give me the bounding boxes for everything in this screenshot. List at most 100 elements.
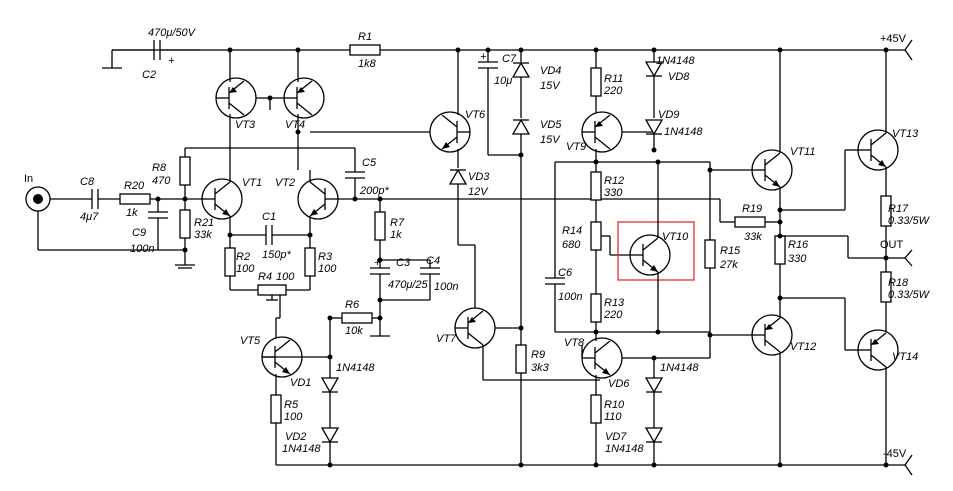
transistor-vt5: VT5 — [240, 335, 330, 395]
transistor-vt14: VT14 — [780, 297, 918, 465]
vd7-ref: VD7 — [605, 431, 627, 443]
resistor-r12: R12 330 — [590, 162, 624, 222]
capacitor-c6: C6 100n — [545, 161, 596, 333]
vd7-value: 1N4148 — [605, 443, 644, 455]
r18-value: 0.33/5W — [888, 289, 931, 301]
capacitor-c8: C8 4μ7 — [80, 176, 120, 223]
transistor-vt1: VT1 — [201, 170, 262, 235]
transistor-vt10: VT10 — [617, 162, 695, 332]
c1-value: 150p* — [262, 249, 291, 261]
vd9-value: 1N4148 — [664, 126, 703, 138]
vd5-ref: VD5 — [540, 119, 562, 131]
capacitor-c1: C1 150p* — [230, 211, 310, 261]
r10-ref: R10 — [604, 399, 625, 411]
vd6-value: 1N4148 — [660, 362, 699, 374]
vt11-ref: VT11 — [790, 146, 815, 158]
transistor-vt4: VT4 — [256, 50, 325, 170]
r3-value: 100 — [318, 263, 337, 275]
transistor-vt2: VT2 — [275, 170, 720, 235]
capacitor-c4: C4 100n — [380, 255, 458, 301]
r21-ref: R21 — [194, 217, 214, 229]
diode-vd6: VD6 1N4148 — [608, 358, 699, 428]
negative-rail: -45V — [276, 448, 913, 476]
vt6-ref: VT6 — [465, 109, 486, 121]
r9-ref: R9 — [531, 349, 545, 361]
c8-value: 4μ7 — [80, 211, 99, 223]
r14-value: 680 — [562, 239, 581, 251]
vt4-ref: VT4 — [285, 119, 305, 131]
r2-value: 100 — [236, 263, 255, 275]
diode-vd4: VD4 15V — [511, 50, 561, 118]
vt5-ref: VT5 — [240, 335, 261, 347]
positive-rail-label: +45V — [880, 33, 907, 45]
r11-value: 220 — [603, 85, 623, 97]
vd4-ref: VD4 — [540, 65, 561, 77]
r16-ref: R16 — [788, 239, 809, 251]
vd2-ref: VD2 — [285, 431, 306, 443]
c9-value: 100n — [130, 243, 154, 255]
r13-ref: R13 — [604, 297, 625, 309]
r15-ref: R15 — [720, 245, 741, 257]
transistor-vt12: VT12 — [710, 314, 816, 465]
vt8-ref: VT8 — [564, 337, 585, 349]
vt7-ref: VT7 — [436, 333, 457, 345]
vd5-value: 15V — [540, 134, 561, 146]
r3-ref: R3 — [318, 251, 333, 263]
diode-vd5: VD5 15V — [511, 118, 562, 345]
c6-ref: C6 — [558, 267, 573, 279]
c7-value: 10μ — [494, 75, 512, 87]
r8-value: 470 — [152, 175, 171, 187]
r17-value: 0.33/5W — [888, 215, 931, 227]
r12-ref: R12 — [604, 175, 624, 187]
transistor-vt3: VT3 — [215, 50, 257, 170]
c4-value: 100n — [434, 281, 458, 293]
resistor-r1: R1 1k8 — [349, 31, 381, 70]
c5-ref: C5 — [362, 157, 377, 169]
capacitor-c2: 470μ/50V C2 + — [102, 27, 200, 81]
capacitor-c3: + C3 470μ/25 — [370, 257, 429, 337]
resistor-r13: R13 220 — [590, 293, 710, 333]
transistor-vt13: VT13 — [780, 50, 919, 211]
r20-ref: R20 — [124, 180, 145, 192]
vt9-ref: VT9 — [566, 141, 586, 153]
vt1-ref: VT1 — [242, 177, 262, 189]
resistor-r9: R9 3k3 — [515, 344, 550, 465]
c2-ref: C2 — [142, 69, 156, 81]
r4-value: 100 — [276, 271, 295, 283]
r5-ref: R5 — [284, 399, 299, 411]
r15-value: 27k — [719, 259, 738, 271]
r6-ref: R6 — [345, 299, 360, 311]
vd6-ref: VD6 — [608, 378, 630, 390]
r19-value: 33k — [744, 231, 762, 243]
resistor-r14: R14 680 — [562, 221, 630, 294]
vt14-ref: VT14 — [892, 351, 918, 363]
junction-dots — [155, 47, 889, 468]
resistor-r4: R4 100 — [257, 271, 295, 340]
vt3-ref: VT3 — [235, 119, 256, 131]
r2-ref: R2 — [236, 251, 250, 263]
transistor-vt11: VT11 — [710, 50, 815, 236]
resistor-r8: R8 470 — [152, 147, 355, 199]
input-connector: In — [24, 173, 185, 251]
resistor-r2: R2 100 — [224, 235, 258, 291]
r8-ref: R8 — [152, 162, 167, 174]
r5-value: 100 — [284, 411, 303, 423]
resistor-r15: R15 27k — [620, 162, 741, 359]
transistor-vt7: VT7 — [436, 307, 600, 381]
vd2-value: 1N4148 — [282, 443, 321, 455]
r9-value: 3k3 — [531, 362, 550, 374]
output-terminal: OUT — [780, 235, 913, 267]
svg-text:+: + — [374, 257, 381, 269]
transistor-vt6: VT6 — [310, 50, 486, 168]
r19-ref: R19 — [742, 203, 762, 215]
svg-text:+: + — [480, 51, 487, 63]
r18-ref: R18 — [888, 277, 909, 289]
negative-rail-label: -45V — [883, 448, 907, 460]
r1-ref: R1 — [358, 31, 372, 43]
r10-value: 110 — [604, 411, 622, 423]
vd1-ref: VD1 — [290, 377, 311, 389]
r1-value: 1k8 — [358, 58, 377, 70]
c2-value: 470μ/50V — [148, 27, 197, 39]
vd8-value: 1N4148 — [656, 55, 695, 67]
capacitor-c7: + C7 10μ — [478, 50, 521, 156]
